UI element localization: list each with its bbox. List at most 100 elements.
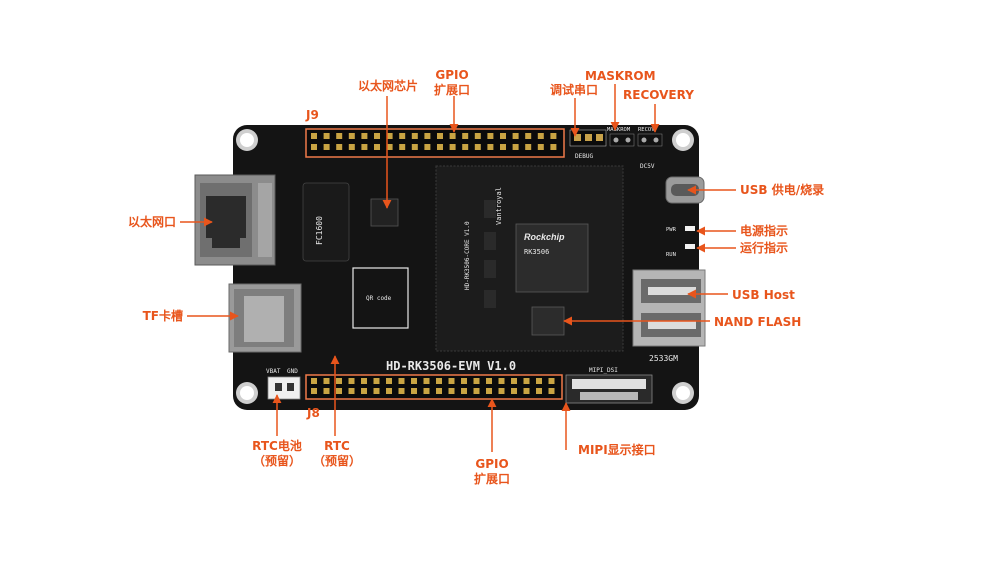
header-pin [373, 378, 380, 384]
header-pin [323, 133, 330, 139]
header-pin [386, 388, 392, 394]
header-pin [336, 144, 343, 150]
header-pin [511, 378, 517, 384]
header-pin [361, 144, 368, 150]
maskrom-silk: MASKROM [607, 127, 631, 133]
header-pin [448, 378, 455, 384]
tf-card-slot [228, 283, 302, 353]
callout-debug-port: 调试串口 [550, 83, 599, 97]
callout-usb-power: USB 供电/烧录 [740, 183, 825, 197]
header-pin [323, 144, 330, 150]
callout-mipi: MIPI显示接口 [578, 443, 656, 457]
gpio-header-top [305, 128, 565, 158]
header-pin [348, 378, 355, 384]
callout-gpio-top-1: GPIO [435, 68, 469, 82]
vbat-silk: VBAT [266, 368, 281, 375]
header-pin [336, 388, 342, 394]
callout-run-led: 运行指示 [740, 241, 789, 255]
callout-rtc-2: （预留） [312, 454, 362, 468]
header-pin [537, 133, 544, 139]
header-pin [374, 133, 380, 139]
header-pin [537, 144, 544, 150]
header-pin [486, 388, 492, 394]
header-pin [473, 378, 480, 384]
header-pin [525, 133, 532, 139]
header-pin [512, 144, 519, 150]
header-pin [411, 388, 417, 394]
transformer-part-silk: FC1600 [315, 216, 324, 245]
header-pin [436, 388, 442, 394]
header-pin [348, 133, 355, 139]
header-pin [462, 144, 469, 150]
usb-a-host-port [632, 269, 706, 347]
header-pin [411, 378, 417, 384]
soc-part: RK3506 [524, 248, 549, 256]
qr-code-area: QR code [352, 267, 409, 329]
header-pin [399, 144, 406, 150]
ethernet-transformer: FC1600 [302, 182, 350, 262]
header-pin [498, 378, 505, 384]
header-pin [386, 133, 393, 139]
header-pin [323, 388, 330, 394]
header-pin [311, 388, 317, 394]
header-pin [424, 144, 431, 150]
callout-rtc-battery-1: RTC电池 [252, 439, 302, 453]
header-pin [374, 144, 380, 150]
mipi-fpc-connector: MIPI_DSI [565, 367, 653, 404]
callout-gpio-bottom-1: GPIO [475, 457, 509, 471]
callout-lines [180, 84, 736, 452]
date-code: 2533GM [649, 354, 678, 363]
rtc-battery-connector: VBAT GND [266, 368, 301, 400]
header-pin [449, 133, 456, 139]
header-pin [511, 388, 517, 394]
header-pin [462, 133, 469, 139]
header-pin [448, 388, 455, 394]
header-pin [311, 133, 317, 139]
header-pin [548, 388, 555, 394]
callout-maskrom: MASKROM [585, 69, 656, 83]
header-pin [523, 378, 530, 384]
callout-rtc-battery-2: （预留） [252, 454, 302, 468]
soc-chip: Rockchip RK3506 [515, 223, 589, 293]
callout-ethernet-port: 以太网口 [127, 215, 176, 229]
callout-power-led: 电源指示 [740, 224, 789, 238]
header-pin [536, 378, 542, 384]
header-pin [500, 133, 506, 139]
callout-recovery: RECOVERY [623, 88, 694, 102]
header-pin [550, 144, 557, 150]
header-pin [398, 388, 405, 394]
header-pin [498, 388, 505, 394]
qr-label: QR code [366, 295, 392, 302]
callout-ethernet-chip: 以太网芯片 [357, 79, 419, 93]
header-pin [311, 144, 317, 150]
header-pin [373, 388, 380, 394]
status-leds: PWR RUN [666, 226, 695, 258]
callout-gpio-bottom-2: 扩展口 [473, 472, 511, 486]
callout-j8: J8 [307, 406, 320, 420]
header-pin [348, 144, 355, 150]
header-pin [323, 378, 330, 384]
header-pin [361, 378, 367, 384]
maskrom-recovery-pads: MASKROM RECOV [607, 127, 663, 147]
header-pin [336, 378, 342, 384]
header-pin [411, 144, 418, 150]
header-pin [449, 144, 456, 150]
header-pin [473, 388, 480, 394]
header-pin [474, 144, 481, 150]
ethernet-port [194, 174, 276, 266]
header-pin [423, 388, 430, 394]
nand-flash-chip [531, 306, 565, 336]
header-pin [512, 133, 519, 139]
header-pin [436, 378, 442, 384]
header-pin [348, 388, 355, 394]
module-silk: HD-RK3506-CORE V1.0 [464, 221, 471, 290]
header-pin [461, 388, 467, 394]
dc5v-silk: DC5V [640, 163, 655, 170]
header-pin [311, 378, 317, 384]
header-pin [525, 144, 532, 150]
header-pin [437, 133, 443, 139]
header-pin [411, 133, 418, 139]
header-pin [423, 378, 430, 384]
